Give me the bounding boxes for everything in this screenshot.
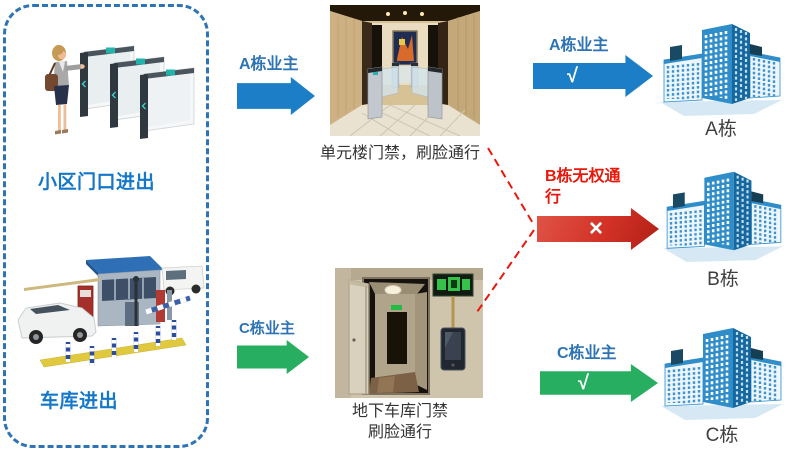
turnstile-gate-illustration xyxy=(45,45,195,139)
community-group-box xyxy=(3,4,209,448)
building-a-icon xyxy=(658,22,784,118)
c-owner-in-arrow xyxy=(237,340,309,374)
building-b-label: B栋 xyxy=(707,269,739,290)
b-denied-cross-mark: × xyxy=(589,215,604,242)
c-owner-out-arrow: √ xyxy=(540,364,658,402)
a-owner-out-label: A栋业主 xyxy=(549,37,609,54)
building-c-icon xyxy=(659,326,785,422)
a-owner-check-mark: √ xyxy=(567,65,578,87)
building-b-icon xyxy=(661,170,785,264)
a-owner-in-arrow xyxy=(237,77,315,115)
building-c-label: C栋 xyxy=(705,425,739,446)
building-a-label: A栋 xyxy=(705,119,737,140)
c-owner-check-mark: √ xyxy=(578,372,589,394)
parking-barrier-illustration xyxy=(17,256,205,368)
b-denied-arrow: × xyxy=(537,208,659,250)
a-owner-out-arrow: √ xyxy=(533,55,653,97)
b-denied-label: B栋无权通行 xyxy=(545,168,621,206)
garage-door-caption-line1: 地下车库门禁 xyxy=(351,403,448,420)
garage-door-caption-line2: 刷脸通行 xyxy=(367,424,432,441)
garage-label: 车库进出 xyxy=(40,391,119,412)
basement-garage-door-photo xyxy=(335,268,483,398)
c-owner-out-label: C栋业主 xyxy=(557,345,617,362)
denied-dashed-connectors xyxy=(476,147,535,313)
entrance-label: 小区门口进出 xyxy=(38,172,156,193)
woman-figure xyxy=(45,45,85,135)
garage-door-caption: 地下车库门禁 刷脸通行 xyxy=(310,401,490,443)
a-owner-in-label: A栋业主 xyxy=(239,56,299,73)
unit-door-caption: 单元楼门禁，刷脸通行 xyxy=(319,145,480,162)
c-owner-in-label: C栋业主 xyxy=(239,320,295,337)
lobby-speed-gate-photo xyxy=(330,5,480,136)
